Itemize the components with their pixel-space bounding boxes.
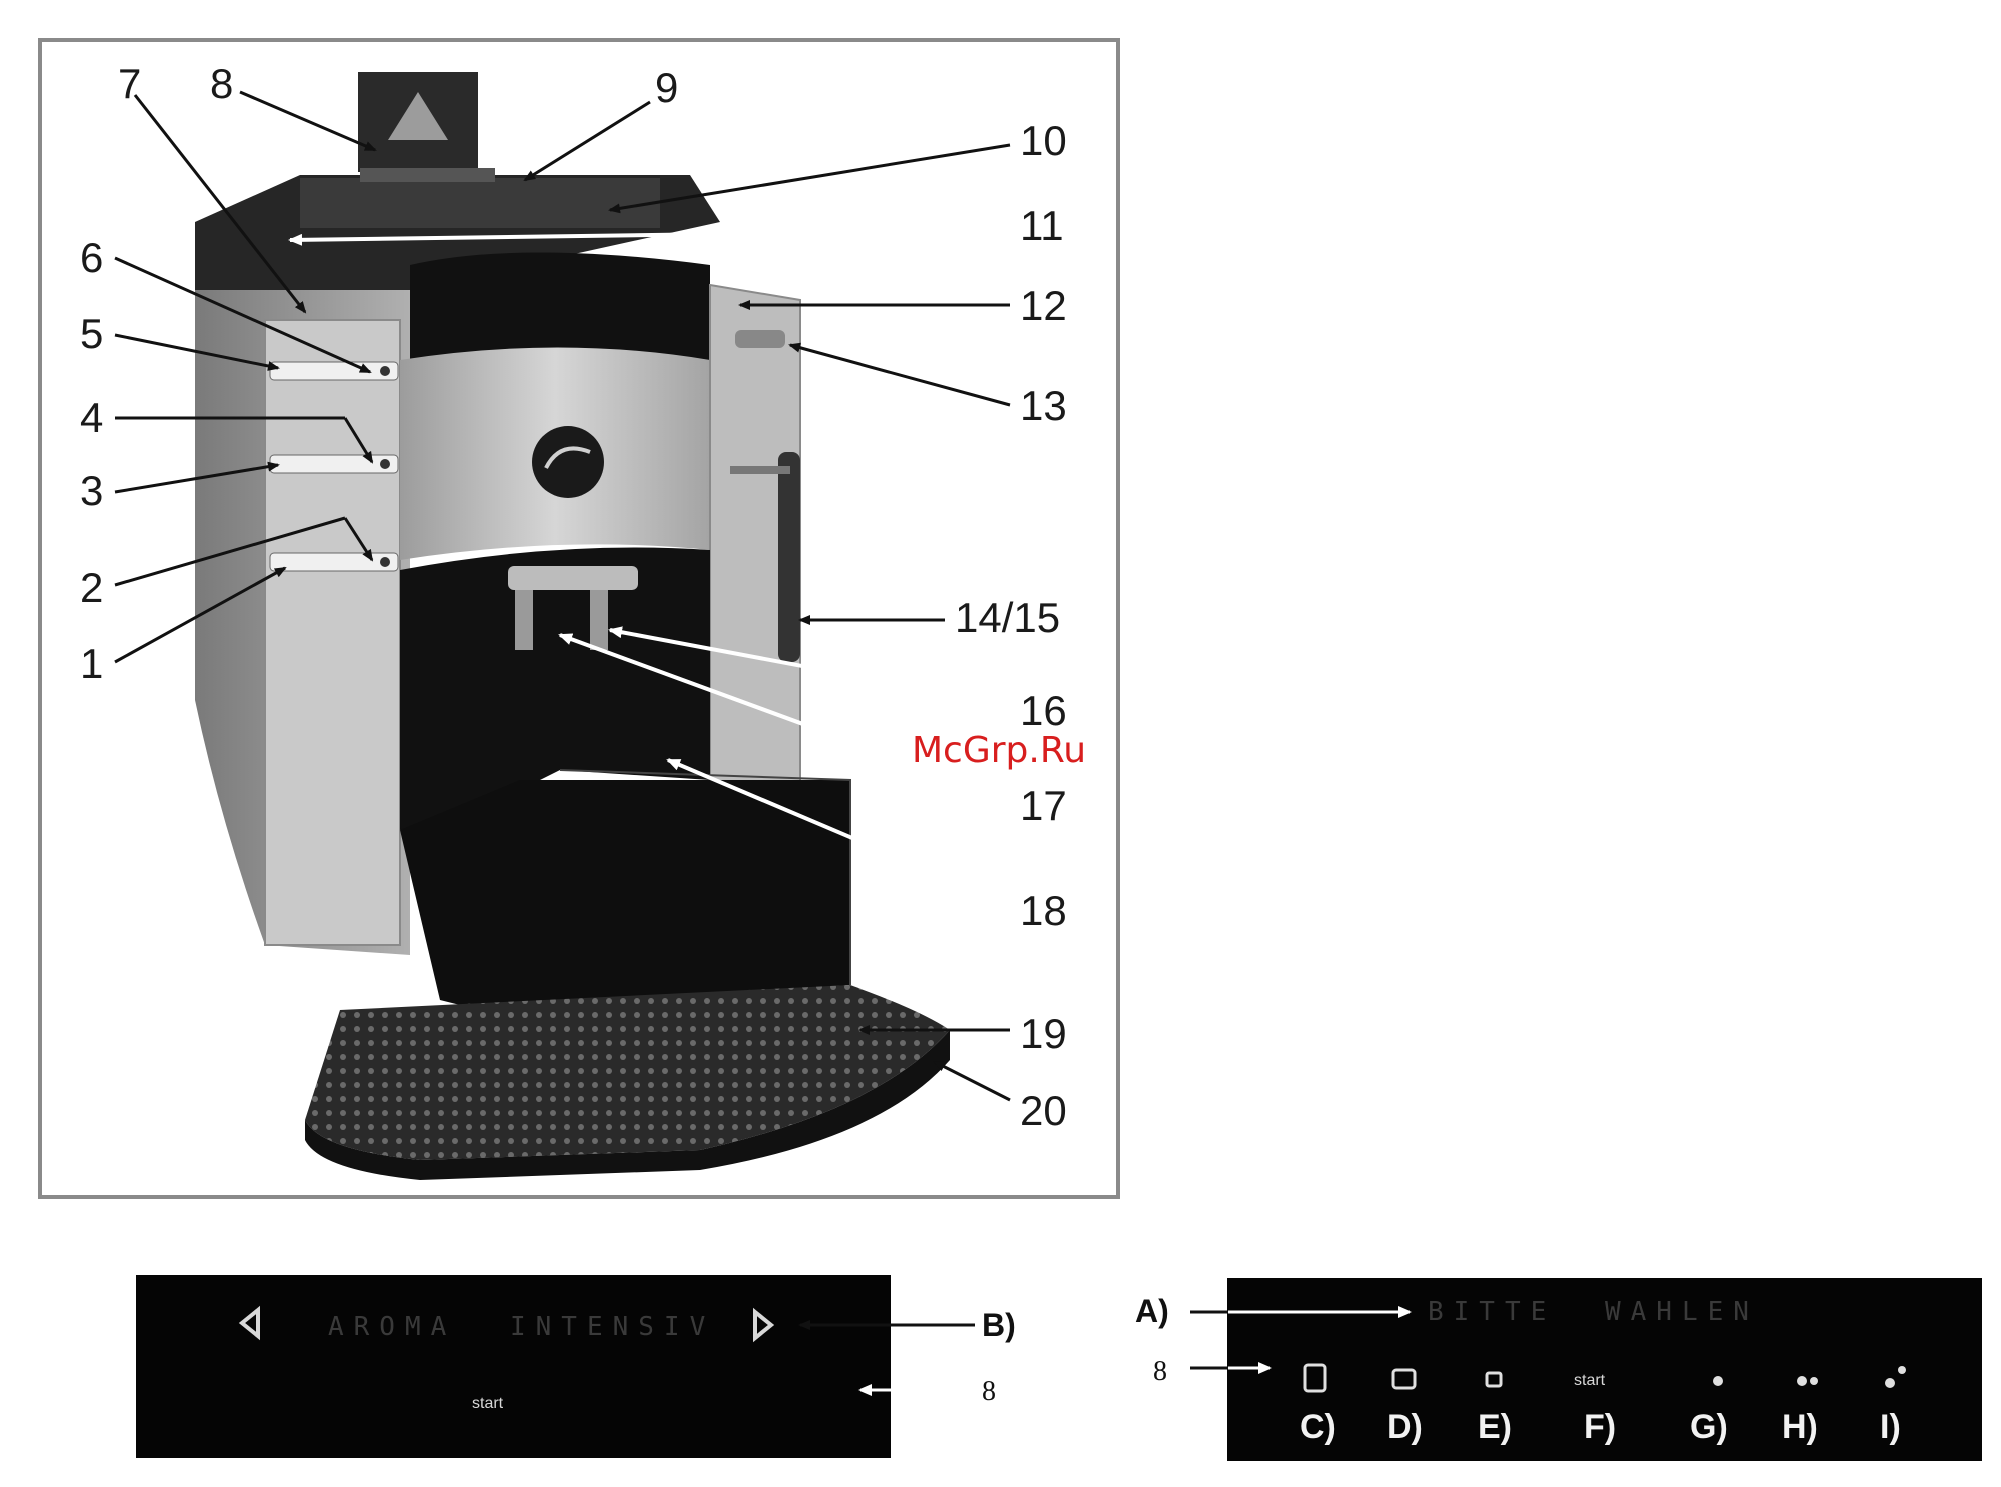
side-compartment (265, 320, 400, 945)
control-key-1 (270, 553, 398, 571)
steam-knob (735, 330, 785, 348)
cup-platform (400, 780, 850, 1010)
slot-label-i: I) (1880, 1408, 1901, 1446)
maintenance-icon-dot (1898, 1366, 1906, 1374)
display-b-text-right: INTENSIV (510, 1312, 715, 1342)
steam-nozzle (778, 452, 800, 662)
callout-18: 18 (1020, 887, 1067, 934)
callout-7: 7 (118, 60, 141, 107)
display-b-start-label: start (472, 1395, 504, 1412)
hot-water-icon-dot (1810, 1377, 1818, 1385)
display-base (360, 168, 495, 182)
display-a-label-8: 8 (1153, 1356, 1167, 1387)
callout-8: 8 (210, 60, 233, 107)
control-key-5 (270, 362, 398, 380)
brand-logo (532, 426, 604, 498)
display-a: A) BITTE WAHLEN 8 start C) D) E) F) G) H… (1135, 1278, 1982, 1461)
callout-14-15: 14/15 (955, 594, 1060, 641)
control-key-3 (270, 455, 398, 473)
spout-right (590, 590, 608, 650)
callout-5: 5 (80, 310, 103, 357)
callout-4: 4 (80, 394, 103, 441)
hot-water-icon (1797, 1376, 1807, 1386)
display-b-label-8: 8 (982, 1376, 996, 1407)
indicator-6 (380, 366, 390, 376)
slot-label-g: G) (1690, 1408, 1728, 1446)
callout-11: 11 (1020, 202, 1064, 249)
callout-9: 9 (655, 64, 678, 111)
slot-label-h: H) (1782, 1408, 1818, 1446)
callout-2: 2 (80, 564, 103, 611)
display-a-text-right: WAHLEN (1605, 1297, 1759, 1327)
callout-3: 3 (80, 467, 103, 514)
slot-label-f: F) (1584, 1408, 1616, 1446)
spout-head (508, 566, 638, 590)
callout-20: 20 (1020, 1087, 1067, 1134)
callout-6: 6 (80, 234, 103, 281)
slot-label-e: E) (1478, 1408, 1512, 1446)
slot-label-d: D) (1387, 1408, 1423, 1446)
callout-12: 12 (1020, 282, 1067, 329)
maintenance-icon (1885, 1378, 1895, 1388)
display-b-label-b: B) (982, 1307, 1016, 1343)
display-b-screen (136, 1275, 891, 1458)
callout-10: 10 (1020, 117, 1067, 164)
display-b-text-left: AROMA (328, 1312, 456, 1342)
display-a-label-a: A) (1135, 1293, 1169, 1329)
steam-dot-icon (1713, 1376, 1723, 1386)
callout-1: 1 (80, 640, 103, 687)
callout-17: 17 (1020, 782, 1067, 829)
callout-16: 16 (1020, 687, 1067, 734)
callout-13: 13 (1020, 382, 1067, 429)
display-b: AROMA INTENSIV start B) 8 (136, 1275, 1016, 1458)
indicator-2 (380, 557, 390, 567)
slot-label-c: C) (1300, 1408, 1336, 1446)
indicator-4 (380, 459, 390, 469)
callout-19: 19 (1020, 1010, 1067, 1057)
watermark: McGrp.Ru (912, 730, 1086, 771)
bean-lid (300, 178, 660, 228)
display-a-start-label: start (1574, 1372, 1606, 1389)
display-a-text-left: BITTE (1428, 1297, 1556, 1327)
spout-left (515, 590, 533, 650)
